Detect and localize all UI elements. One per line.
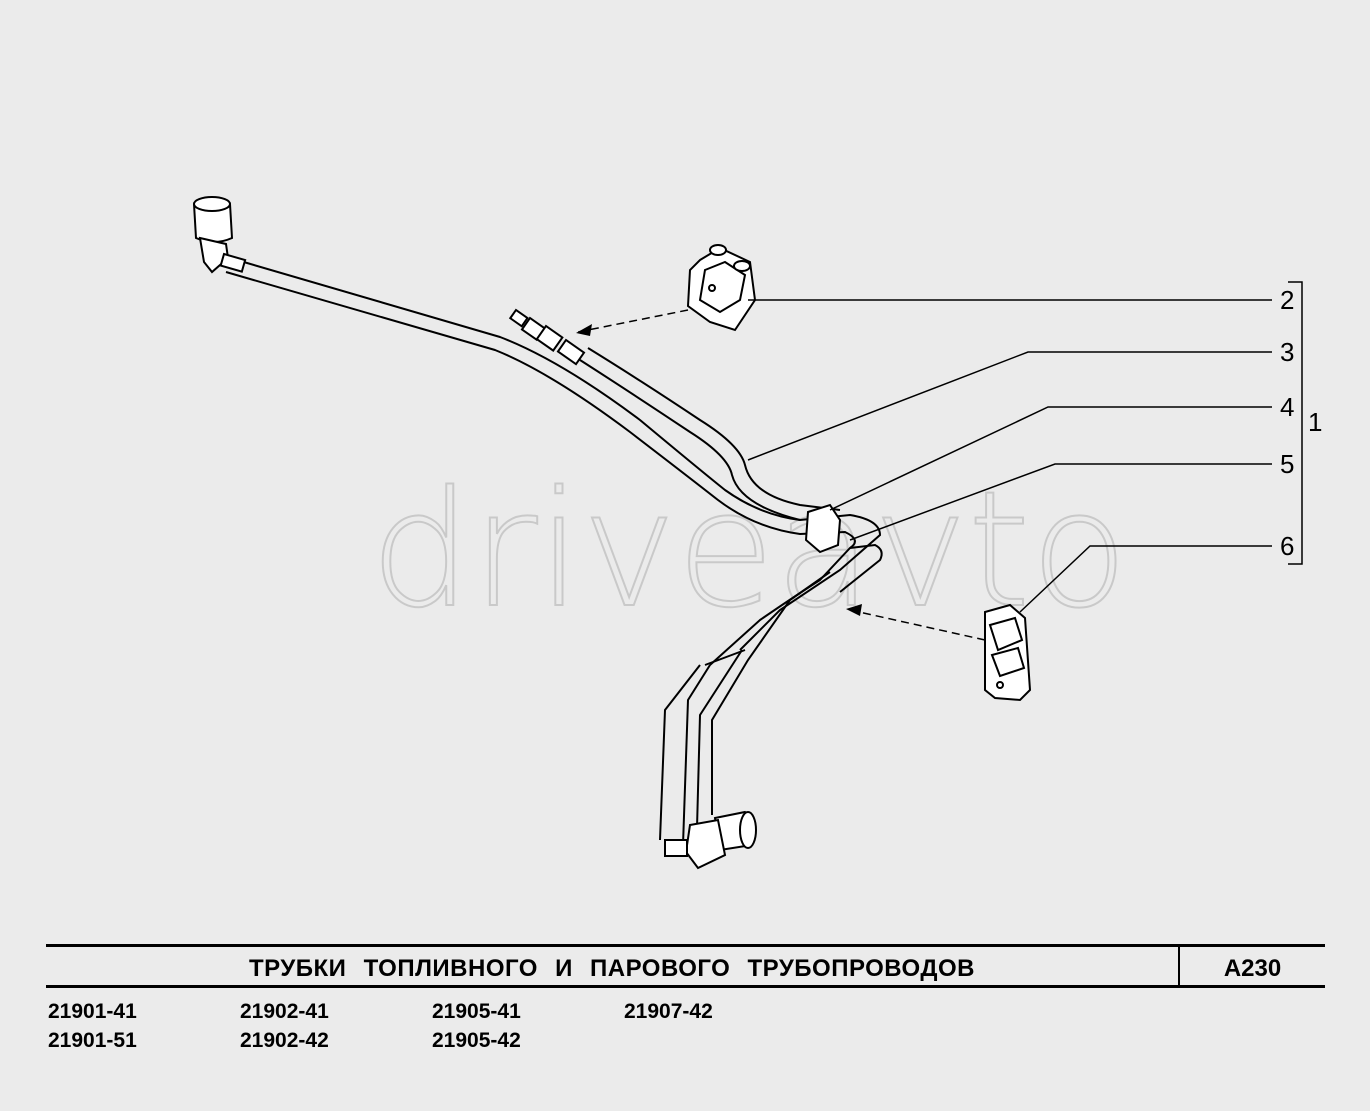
callout-6: 6	[1280, 531, 1294, 561]
callout-5: 5	[1280, 449, 1294, 479]
leader-6	[1019, 545, 1272, 613]
model-list: 21901-41 21901-51 21902-41 21902-42 2190…	[48, 1000, 808, 1060]
page-title: ТРУБКИ ТОПЛИВНОГО И ПАРОВОГО ТРУБОПРОВОД…	[46, 947, 1180, 985]
arrow-part-2	[577, 309, 689, 333]
group-bracket	[1288, 281, 1303, 565]
model-code: 21902-41	[240, 1000, 329, 1023]
model-code: 21901-51	[48, 1029, 137, 1052]
callout-4: 4	[1280, 392, 1294, 422]
callout-2: 2	[1280, 285, 1294, 315]
title-block: ТРУБКИ ТОПЛИВНОГО И ПАРОВОГО ТРУБОПРОВОД…	[46, 944, 1325, 988]
callout-group-1: 1	[1308, 407, 1322, 437]
mid-connector	[508, 308, 586, 366]
leader-5	[849, 463, 1272, 541]
left-elbow-connector	[192, 196, 247, 274]
arrow-part-6	[849, 609, 986, 641]
fuel-tube-upper	[579, 347, 841, 521]
bracket-part-2	[686, 244, 757, 332]
leader-3	[747, 351, 1272, 461]
model-code: 21907-42	[624, 1000, 713, 1023]
bottom-elbow-connector	[664, 810, 757, 870]
callout-3: 3	[1280, 337, 1294, 367]
model-code: 21902-42	[240, 1029, 329, 1052]
leader-4	[829, 406, 1272, 511]
arrowhead-part-6	[846, 604, 862, 616]
model-code: 21901-41	[48, 1000, 137, 1023]
model-code: 21905-41	[432, 1000, 521, 1023]
fuel-tube-lower	[659, 543, 883, 846]
clamp-part-4	[804, 503, 842, 554]
parts-diagram: driveavto	[192, 196, 1322, 870]
holder-part-6	[984, 603, 1032, 702]
leader-lines	[747, 281, 1303, 613]
arrowhead-part-2	[576, 324, 592, 336]
model-code: 21905-42	[432, 1029, 521, 1052]
section-code: А230	[1223, 955, 1282, 982]
